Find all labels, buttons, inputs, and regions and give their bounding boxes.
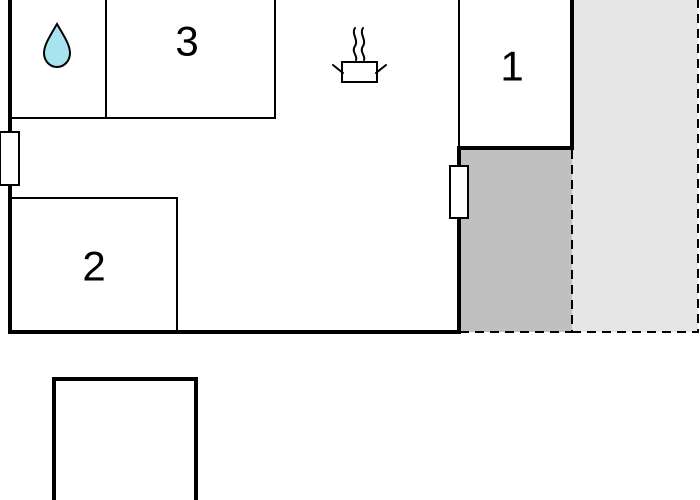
house-outer-wall: [8, 0, 574, 334]
room-2-label: 2: [82, 243, 105, 290]
water-drop-icon: [42, 22, 72, 69]
outdoor-area: [572, 0, 698, 332]
cooking-pot-icon: [332, 27, 387, 83]
room-2-wall: [10, 197, 178, 332]
terrace-door: [449, 165, 469, 219]
left-door: [0, 131, 20, 186]
room-1-label: 1: [500, 43, 523, 90]
top-rooms-wall: [10, 0, 276, 119]
outdoor-area-border: [572, 0, 699, 333]
terrace-area-border: [460, 148, 573, 333]
outbuilding-wall: [52, 377, 198, 500]
terrace-area: [460, 148, 572, 332]
room-3-label: 3: [175, 18, 198, 65]
